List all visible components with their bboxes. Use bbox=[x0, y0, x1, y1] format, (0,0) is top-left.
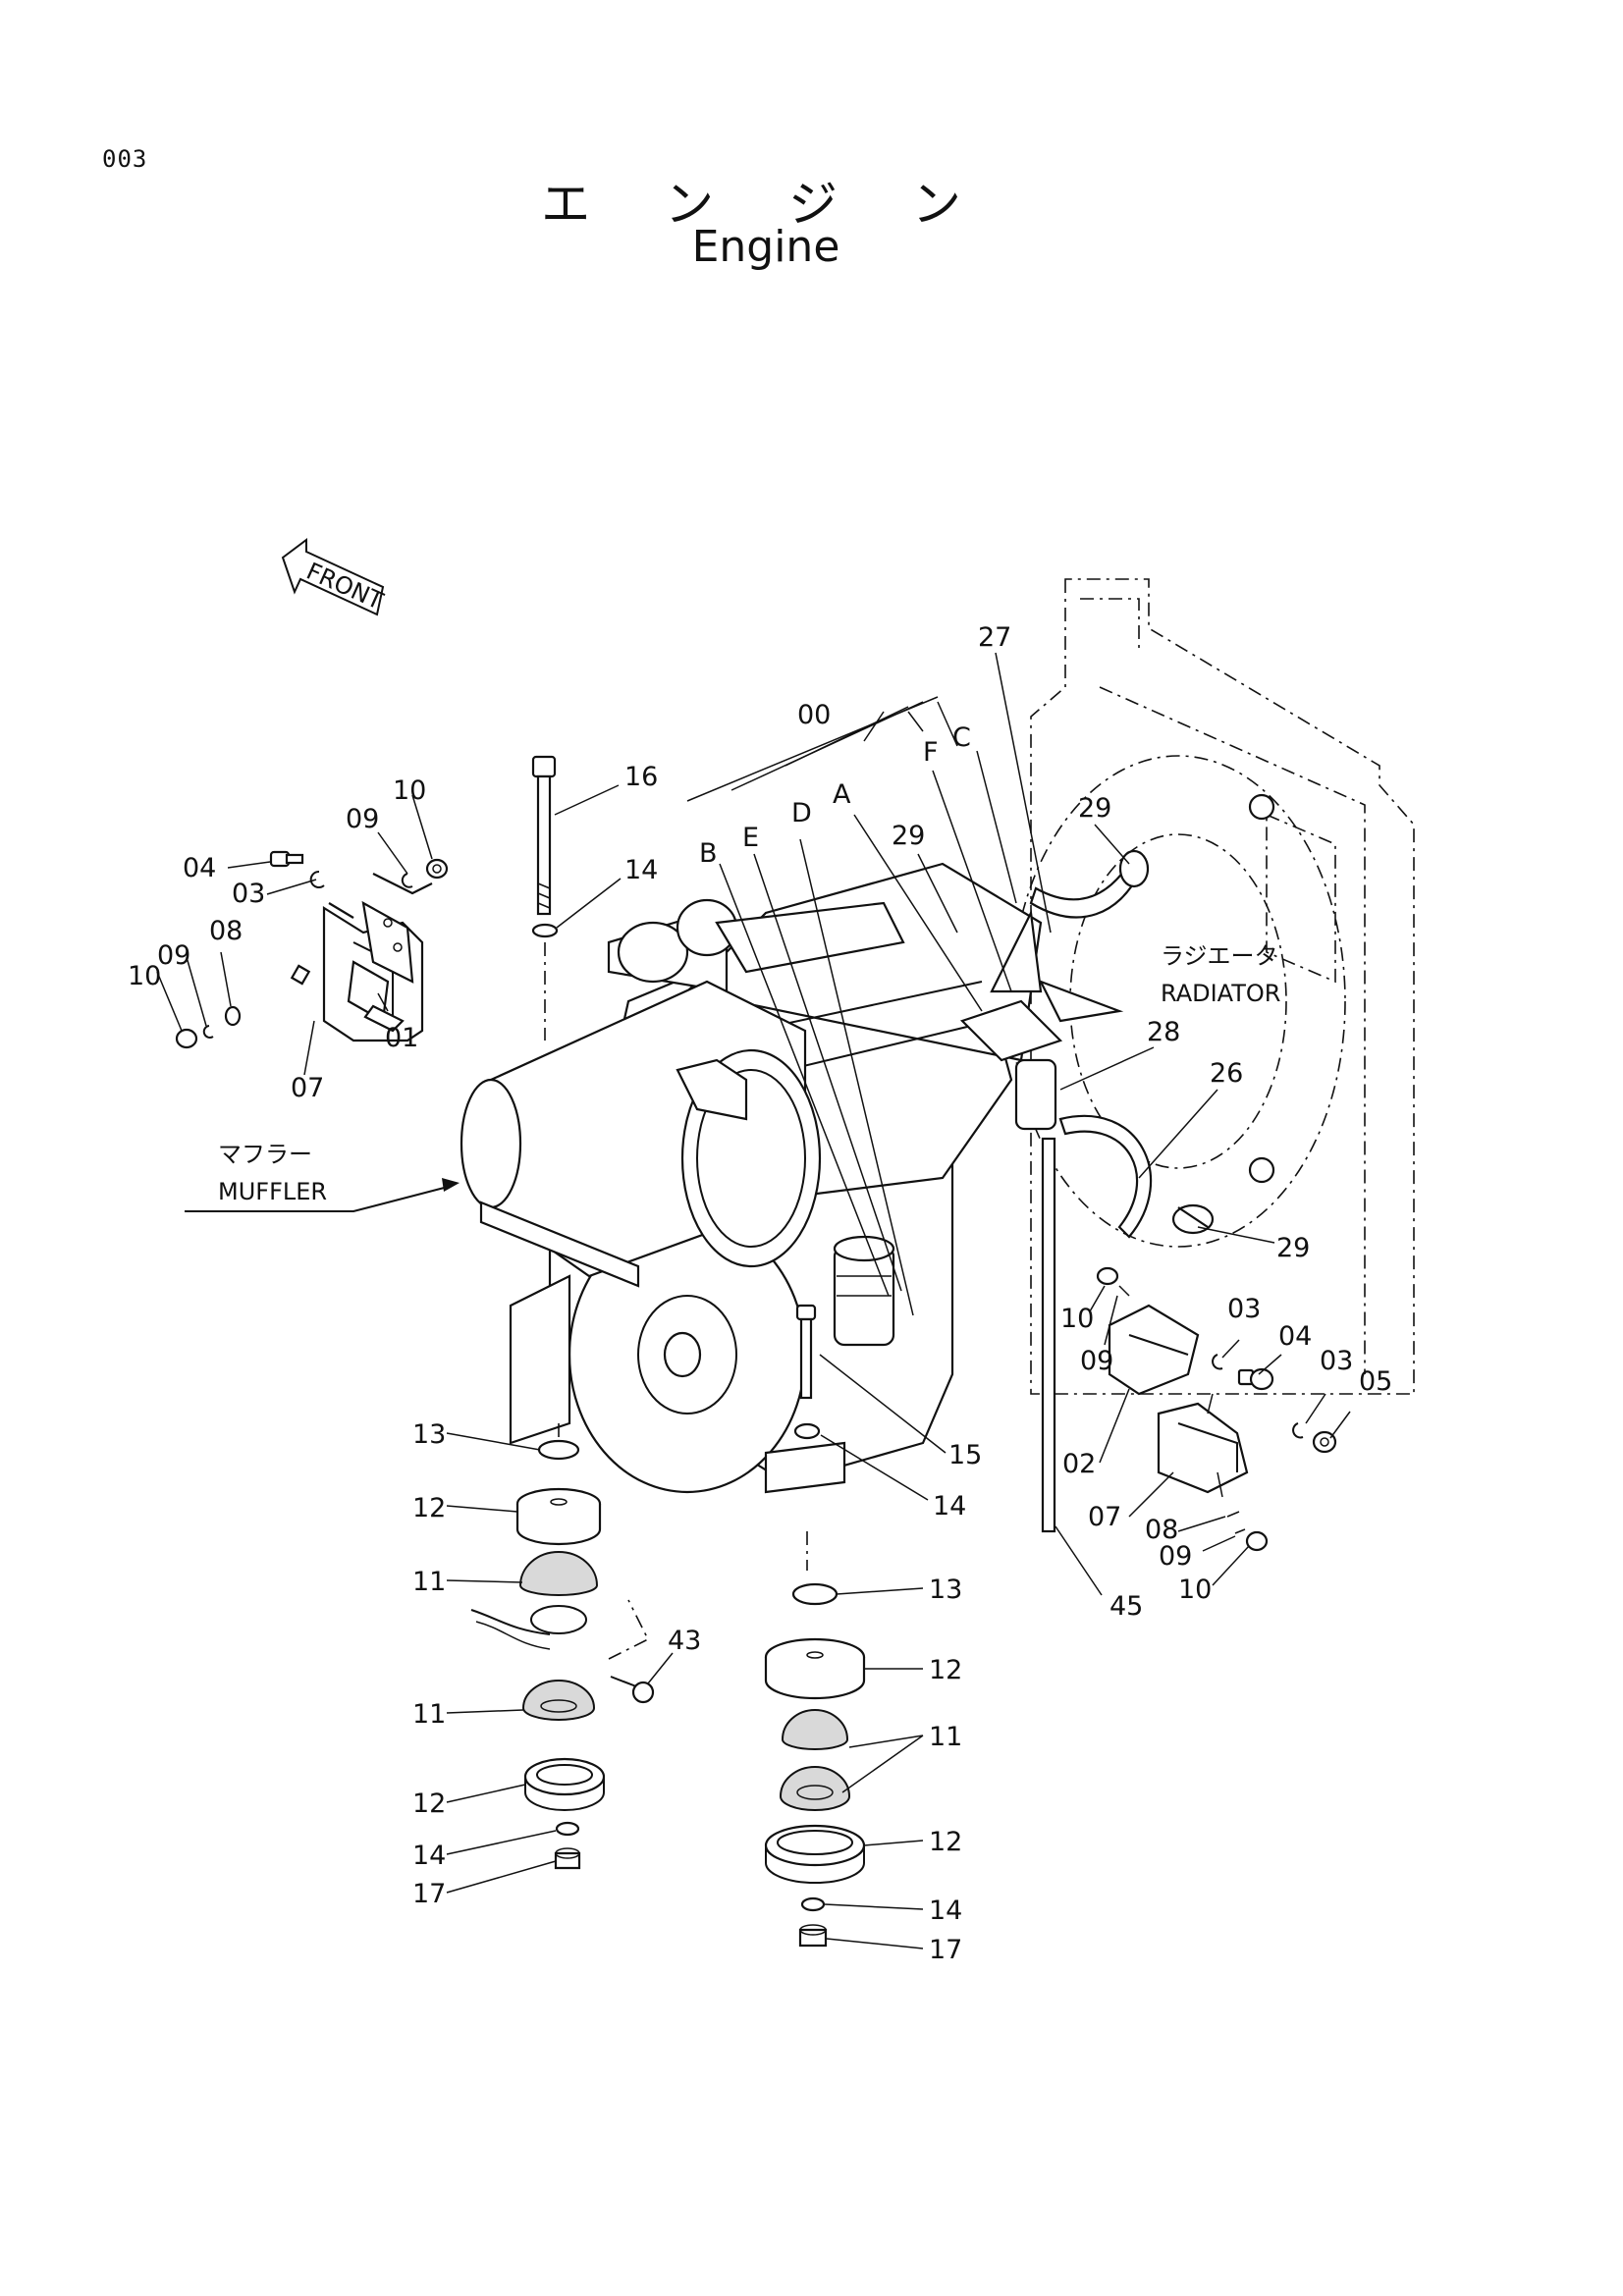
label-27: 27 bbox=[978, 622, 1011, 653]
label-00: 00 bbox=[797, 700, 831, 730]
label-09-right: 09 bbox=[1080, 1346, 1113, 1376]
left-isolator-stack bbox=[470, 1423, 655, 1870]
label-04-left: 04 bbox=[183, 853, 216, 883]
front-label: FRONT bbox=[302, 558, 388, 615]
label-10-right: 10 bbox=[1060, 1304, 1094, 1334]
label-29-c: 29 bbox=[1276, 1233, 1310, 1263]
label-14-left: 14 bbox=[412, 1841, 446, 1871]
label-08-left: 08 bbox=[209, 916, 243, 946]
label-08-right: 08 bbox=[1145, 1515, 1178, 1545]
right-mount-assembly bbox=[1096, 1266, 1337, 1552]
label-07-left: 07 bbox=[291, 1073, 324, 1103]
label-10-right-b: 10 bbox=[1178, 1575, 1212, 1605]
label-28: 28 bbox=[1147, 1017, 1180, 1047]
label-02: 02 bbox=[1062, 1449, 1096, 1479]
label-11-left-b: 11 bbox=[412, 1699, 446, 1730]
label-17-left: 17 bbox=[412, 1879, 446, 1909]
page-number: 003 bbox=[102, 145, 148, 173]
label-04-right: 04 bbox=[1278, 1321, 1312, 1352]
label-a: A bbox=[833, 779, 851, 810]
label-03-left: 03 bbox=[232, 879, 265, 909]
label-f: F bbox=[923, 737, 939, 768]
radiator-label-en: RADIATOR bbox=[1161, 980, 1280, 1007]
label-07-right: 07 bbox=[1088, 1502, 1121, 1532]
title-japanese: エ ン ジ ン bbox=[541, 176, 991, 233]
label-26: 26 bbox=[1210, 1058, 1243, 1089]
radiator bbox=[1010, 578, 1415, 1395]
label-05: 05 bbox=[1359, 1366, 1392, 1397]
label-10-top: 10 bbox=[393, 775, 426, 806]
label-01: 01 bbox=[385, 1023, 418, 1053]
label-09-left: 09 bbox=[157, 940, 190, 971]
label-09-right-b: 09 bbox=[1159, 1541, 1192, 1572]
label-12-left-b: 12 bbox=[412, 1789, 446, 1819]
muffler-label-jp: マフラー bbox=[218, 1141, 312, 1168]
label-45: 45 bbox=[1109, 1591, 1143, 1622]
right-isolator-stack bbox=[764, 1582, 866, 1948]
label-14-center: 14 bbox=[933, 1491, 966, 1522]
muffler-label-en: MUFFLER bbox=[218, 1178, 327, 1205]
label-14-right: 14 bbox=[929, 1896, 962, 1926]
bolt-16 bbox=[531, 755, 559, 1041]
left-mount-assembly bbox=[175, 850, 449, 1049]
label-13-left: 13 bbox=[412, 1419, 446, 1450]
label-43: 43 bbox=[668, 1626, 701, 1656]
label-14-top: 14 bbox=[624, 855, 658, 885]
radiator-label-jp: ラジエータ bbox=[1161, 942, 1278, 970]
label-11-right: 11 bbox=[929, 1722, 962, 1752]
leader-lines bbox=[156, 652, 1351, 1949]
label-10-left: 10 bbox=[128, 961, 161, 991]
label-16: 16 bbox=[624, 762, 658, 792]
label-17-right: 17 bbox=[929, 1935, 962, 1965]
label-12-right-a: 12 bbox=[929, 1655, 962, 1685]
muffler bbox=[460, 980, 822, 1288]
title-english: Engine bbox=[691, 222, 840, 272]
label-b: B bbox=[699, 838, 718, 869]
label-11-left-a: 11 bbox=[412, 1567, 446, 1597]
dipstick bbox=[1041, 1137, 1056, 1533]
label-12-right-b: 12 bbox=[929, 1827, 962, 1857]
label-e: E bbox=[742, 823, 759, 853]
label-29-a: 29 bbox=[892, 821, 925, 851]
label-03-right-a: 03 bbox=[1227, 1294, 1261, 1324]
bolt-15 bbox=[793, 1304, 821, 1571]
label-29-b: 29 bbox=[1078, 793, 1111, 824]
label-09-top: 09 bbox=[346, 804, 379, 834]
label-c: C bbox=[952, 722, 971, 753]
label-15: 15 bbox=[948, 1440, 982, 1470]
label-12-left-a: 12 bbox=[412, 1493, 446, 1523]
label-13-right: 13 bbox=[929, 1575, 962, 1605]
front-arrow-icon: FRONT bbox=[281, 538, 388, 616]
label-d: D bbox=[791, 798, 812, 828]
radiator-hoses bbox=[1029, 849, 1215, 1239]
label-03-right-b: 03 bbox=[1320, 1346, 1353, 1376]
